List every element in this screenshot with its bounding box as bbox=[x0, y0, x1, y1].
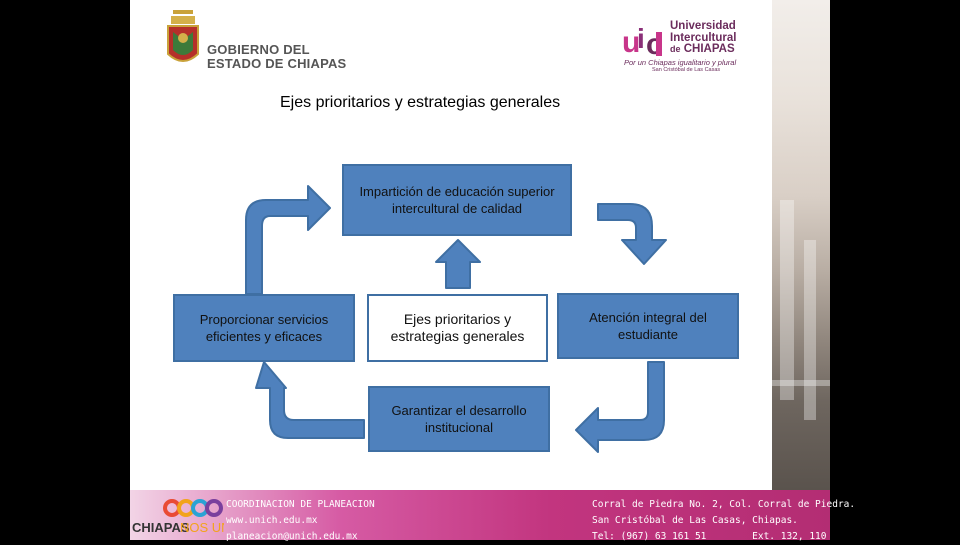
unich-logo-icon: u i c bbox=[622, 23, 663, 61]
arrow-right-to-bottom bbox=[575, 361, 665, 453]
box-left-label: Proporcionar servicios eficientes y efic… bbox=[199, 312, 329, 344]
footer-email[interactable]: planeacion@unich.edu.mx bbox=[226, 531, 358, 542]
box-bottom: Garantizar el desarrollo institucional bbox=[368, 386, 550, 452]
gov-line-1: GOBIERNO DEL bbox=[207, 42, 310, 57]
unich-line-3b: CHIAPAS bbox=[683, 43, 735, 55]
chiapas-nos-une-logo-icon: CHIAPAS NOS UNE bbox=[132, 499, 224, 535]
arrow-top-to-right bbox=[597, 203, 667, 265]
box-right-label: Atención integral del estudiante bbox=[589, 310, 707, 342]
footer-bar bbox=[130, 490, 830, 540]
unich-line-1: Universidad bbox=[670, 20, 736, 32]
box-top: Impartición de educación superior interc… bbox=[342, 164, 572, 236]
box-right: Atención integral del estudiante bbox=[557, 293, 739, 359]
unich-slogan: Por un Chiapas igualitario y plural bbox=[624, 58, 737, 67]
footer-address-2: San Cristóbal de Las Casas, Chiapas. bbox=[592, 515, 798, 526]
chiapas-coat-of-arms-icon bbox=[167, 10, 199, 62]
unich-line-3: de bbox=[670, 44, 681, 54]
box-top-label: Impartición de educación superior interc… bbox=[359, 184, 555, 216]
footer-contact-right: Corral de Piedra No. 2, Col. Corral de P… bbox=[592, 497, 855, 545]
box-bottom-label: Garantizar el desarrollo institucional bbox=[391, 403, 527, 435]
page-title: Ejes prioritarios y estrategias generale… bbox=[280, 94, 561, 111]
svg-text:u: u bbox=[622, 26, 640, 59]
footer-contact-left: COORDINACION DE PLANEACION www.unich.edu… bbox=[226, 497, 375, 545]
side-photo bbox=[772, 0, 830, 490]
footer-website[interactable]: www.unich.edu.mx bbox=[226, 515, 318, 526]
svg-text:i: i bbox=[637, 23, 645, 54]
footer-dept: COORDINACION DE PLANEACION bbox=[226, 499, 375, 510]
chiapas-brand-text: CHIAPAS bbox=[132, 520, 190, 535]
arrow-bottom-to-left bbox=[255, 361, 365, 439]
box-center-label: Ejes prioritarios y estrategias generale… bbox=[390, 311, 525, 344]
chiapas-brand-text-2: NOS UNE bbox=[180, 520, 224, 535]
box-center: Ejes prioritarios y estrategias generale… bbox=[367, 294, 548, 362]
arrow-left-to-top bbox=[245, 185, 331, 295]
footer-phone: Tel: (967) 63 161 51 Ext. 132, 110 bbox=[592, 531, 827, 542]
arrow-center-to-top bbox=[435, 239, 481, 289]
footer-address-1: Corral de Piedra No. 2, Col. Corral de P… bbox=[592, 499, 856, 510]
box-left: Proporcionar servicios eficientes y efic… bbox=[173, 294, 355, 362]
gov-line-2: ESTADO DE CHIAPAS bbox=[207, 56, 347, 71]
government-name: GOBIERNO DEL ESTADO DE CHIAPAS bbox=[207, 43, 346, 71]
unich-subtitle: San Cristóbal de Las Casas bbox=[652, 67, 721, 73]
unich-line-2: Intercultural bbox=[670, 31, 737, 44]
unich-name: Universidad Intercultural de CHIAPAS bbox=[670, 20, 737, 56]
